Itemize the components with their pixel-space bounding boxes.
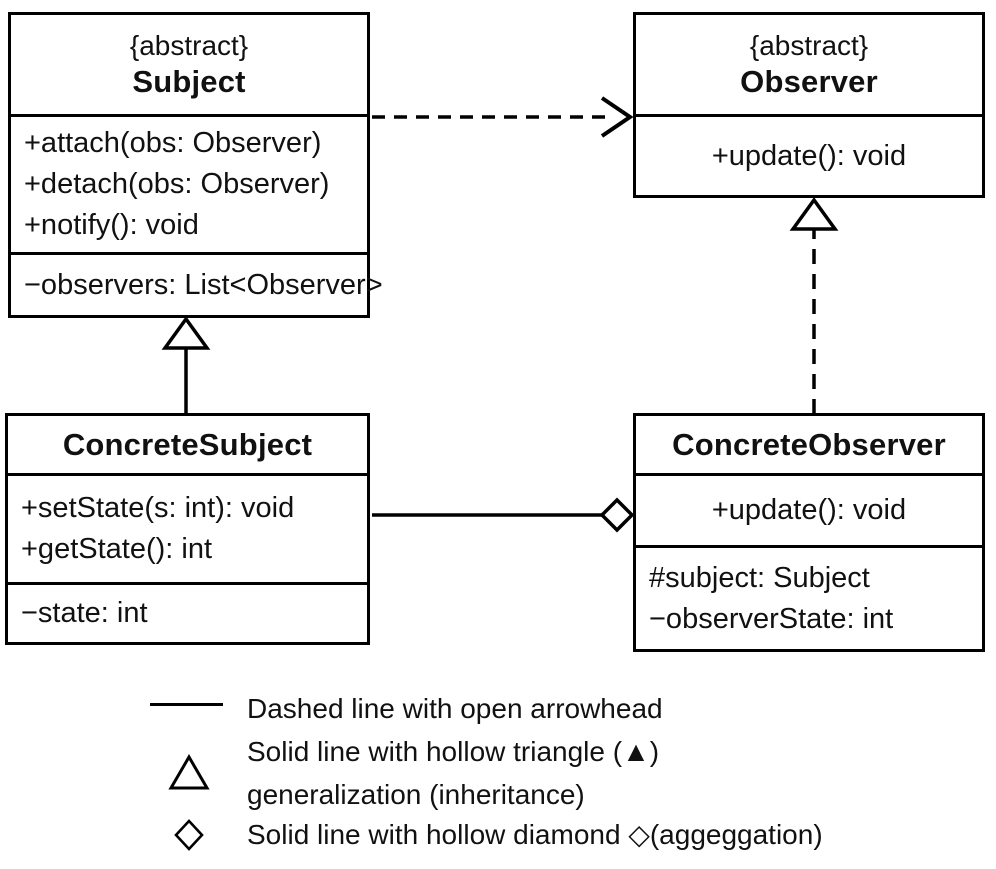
member-line: +update(): void bbox=[711, 494, 907, 526]
class-name: ConcreteSubject bbox=[62, 427, 313, 462]
stereotype-label: {abstract} bbox=[749, 30, 869, 61]
open-arrowhead-icon bbox=[600, 96, 634, 138]
legend-item-triangle-label: Solid line with hollow triangle (▲) bbox=[247, 736, 660, 767]
aggregation-concretesubject-to-concreteobserver bbox=[372, 497, 635, 533]
class-header: {abstract} Subject bbox=[11, 15, 367, 114]
attributes-compartment: −state: int bbox=[8, 582, 367, 642]
attributes-compartment: #subject: Subject −observerState: int bbox=[636, 545, 982, 649]
hollow-diamond-icon bbox=[599, 497, 635, 533]
member-line: +attach(obs: Observer) bbox=[24, 127, 322, 159]
class-header: ConcreteObserver bbox=[636, 416, 982, 473]
hollow-diamond-icon bbox=[174, 819, 204, 851]
class-header: ConcreteSubject bbox=[8, 416, 367, 473]
generalization-concreteobserver-to-observer bbox=[789, 197, 839, 414]
solid-line-symbol-icon bbox=[150, 703, 223, 706]
class-box-observer: {abstract} Observer +update(): void bbox=[633, 12, 985, 198]
attributes-compartment: −observers: List<Observer> bbox=[11, 252, 383, 315]
hollow-triangle-icon bbox=[161, 316, 211, 350]
generalization-concretesubject-to-subject bbox=[161, 316, 211, 414]
class-box-concrete-observer: ConcreteObserver +update(): void #subjec… bbox=[633, 413, 985, 652]
stereotype-label: {abstract} bbox=[129, 30, 249, 61]
class-header: {abstract} Observer bbox=[636, 15, 982, 114]
member-line: +setState(s: int): void bbox=[21, 492, 295, 524]
hollow-triangle-icon bbox=[789, 197, 839, 231]
legend-item-arrow-label: Dashed line with open arrowhead bbox=[247, 693, 663, 724]
member-line: −state: int bbox=[21, 597, 148, 629]
legend-item-triangle-sublabel: generalization (inheritance) bbox=[247, 779, 585, 810]
member-line: −observers: List<Observer> bbox=[24, 268, 383, 301]
member-line: #subject: Subject bbox=[649, 561, 870, 594]
member-line: −observerState: int bbox=[649, 602, 894, 635]
class-box-subject: {abstract} Subject +attach(obs: Observer… bbox=[8, 12, 383, 318]
member-line: +update(): void bbox=[711, 139, 907, 172]
member-line: +notify(): void bbox=[24, 209, 199, 241]
methods-compartment: +setState(s: int): void +getState(): int bbox=[8, 473, 367, 582]
class-box-concrete-subject: ConcreteSubject +setState(s: int): void+… bbox=[5, 413, 370, 645]
member-line: +getState(): int bbox=[21, 533, 213, 565]
class-name: Subject bbox=[132, 64, 246, 99]
methods-compartment: +attach(obs: Observer) +detach(obs: Obser… bbox=[11, 114, 367, 252]
methods-compartment: +update(): void bbox=[636, 473, 982, 545]
legend-item-diamond-label: Solid line with hollow diamond ◇(aggegga… bbox=[247, 819, 823, 850]
dependency-arrow-subject-to-observer bbox=[372, 96, 634, 138]
methods-compartment: +update(): void bbox=[636, 114, 982, 195]
hollow-triangle-icon bbox=[168, 754, 210, 790]
class-name: Observer bbox=[740, 64, 878, 99]
class-name: ConcreteObserver bbox=[672, 427, 946, 462]
member-line: +detach(obs: Observer) bbox=[24, 168, 330, 200]
